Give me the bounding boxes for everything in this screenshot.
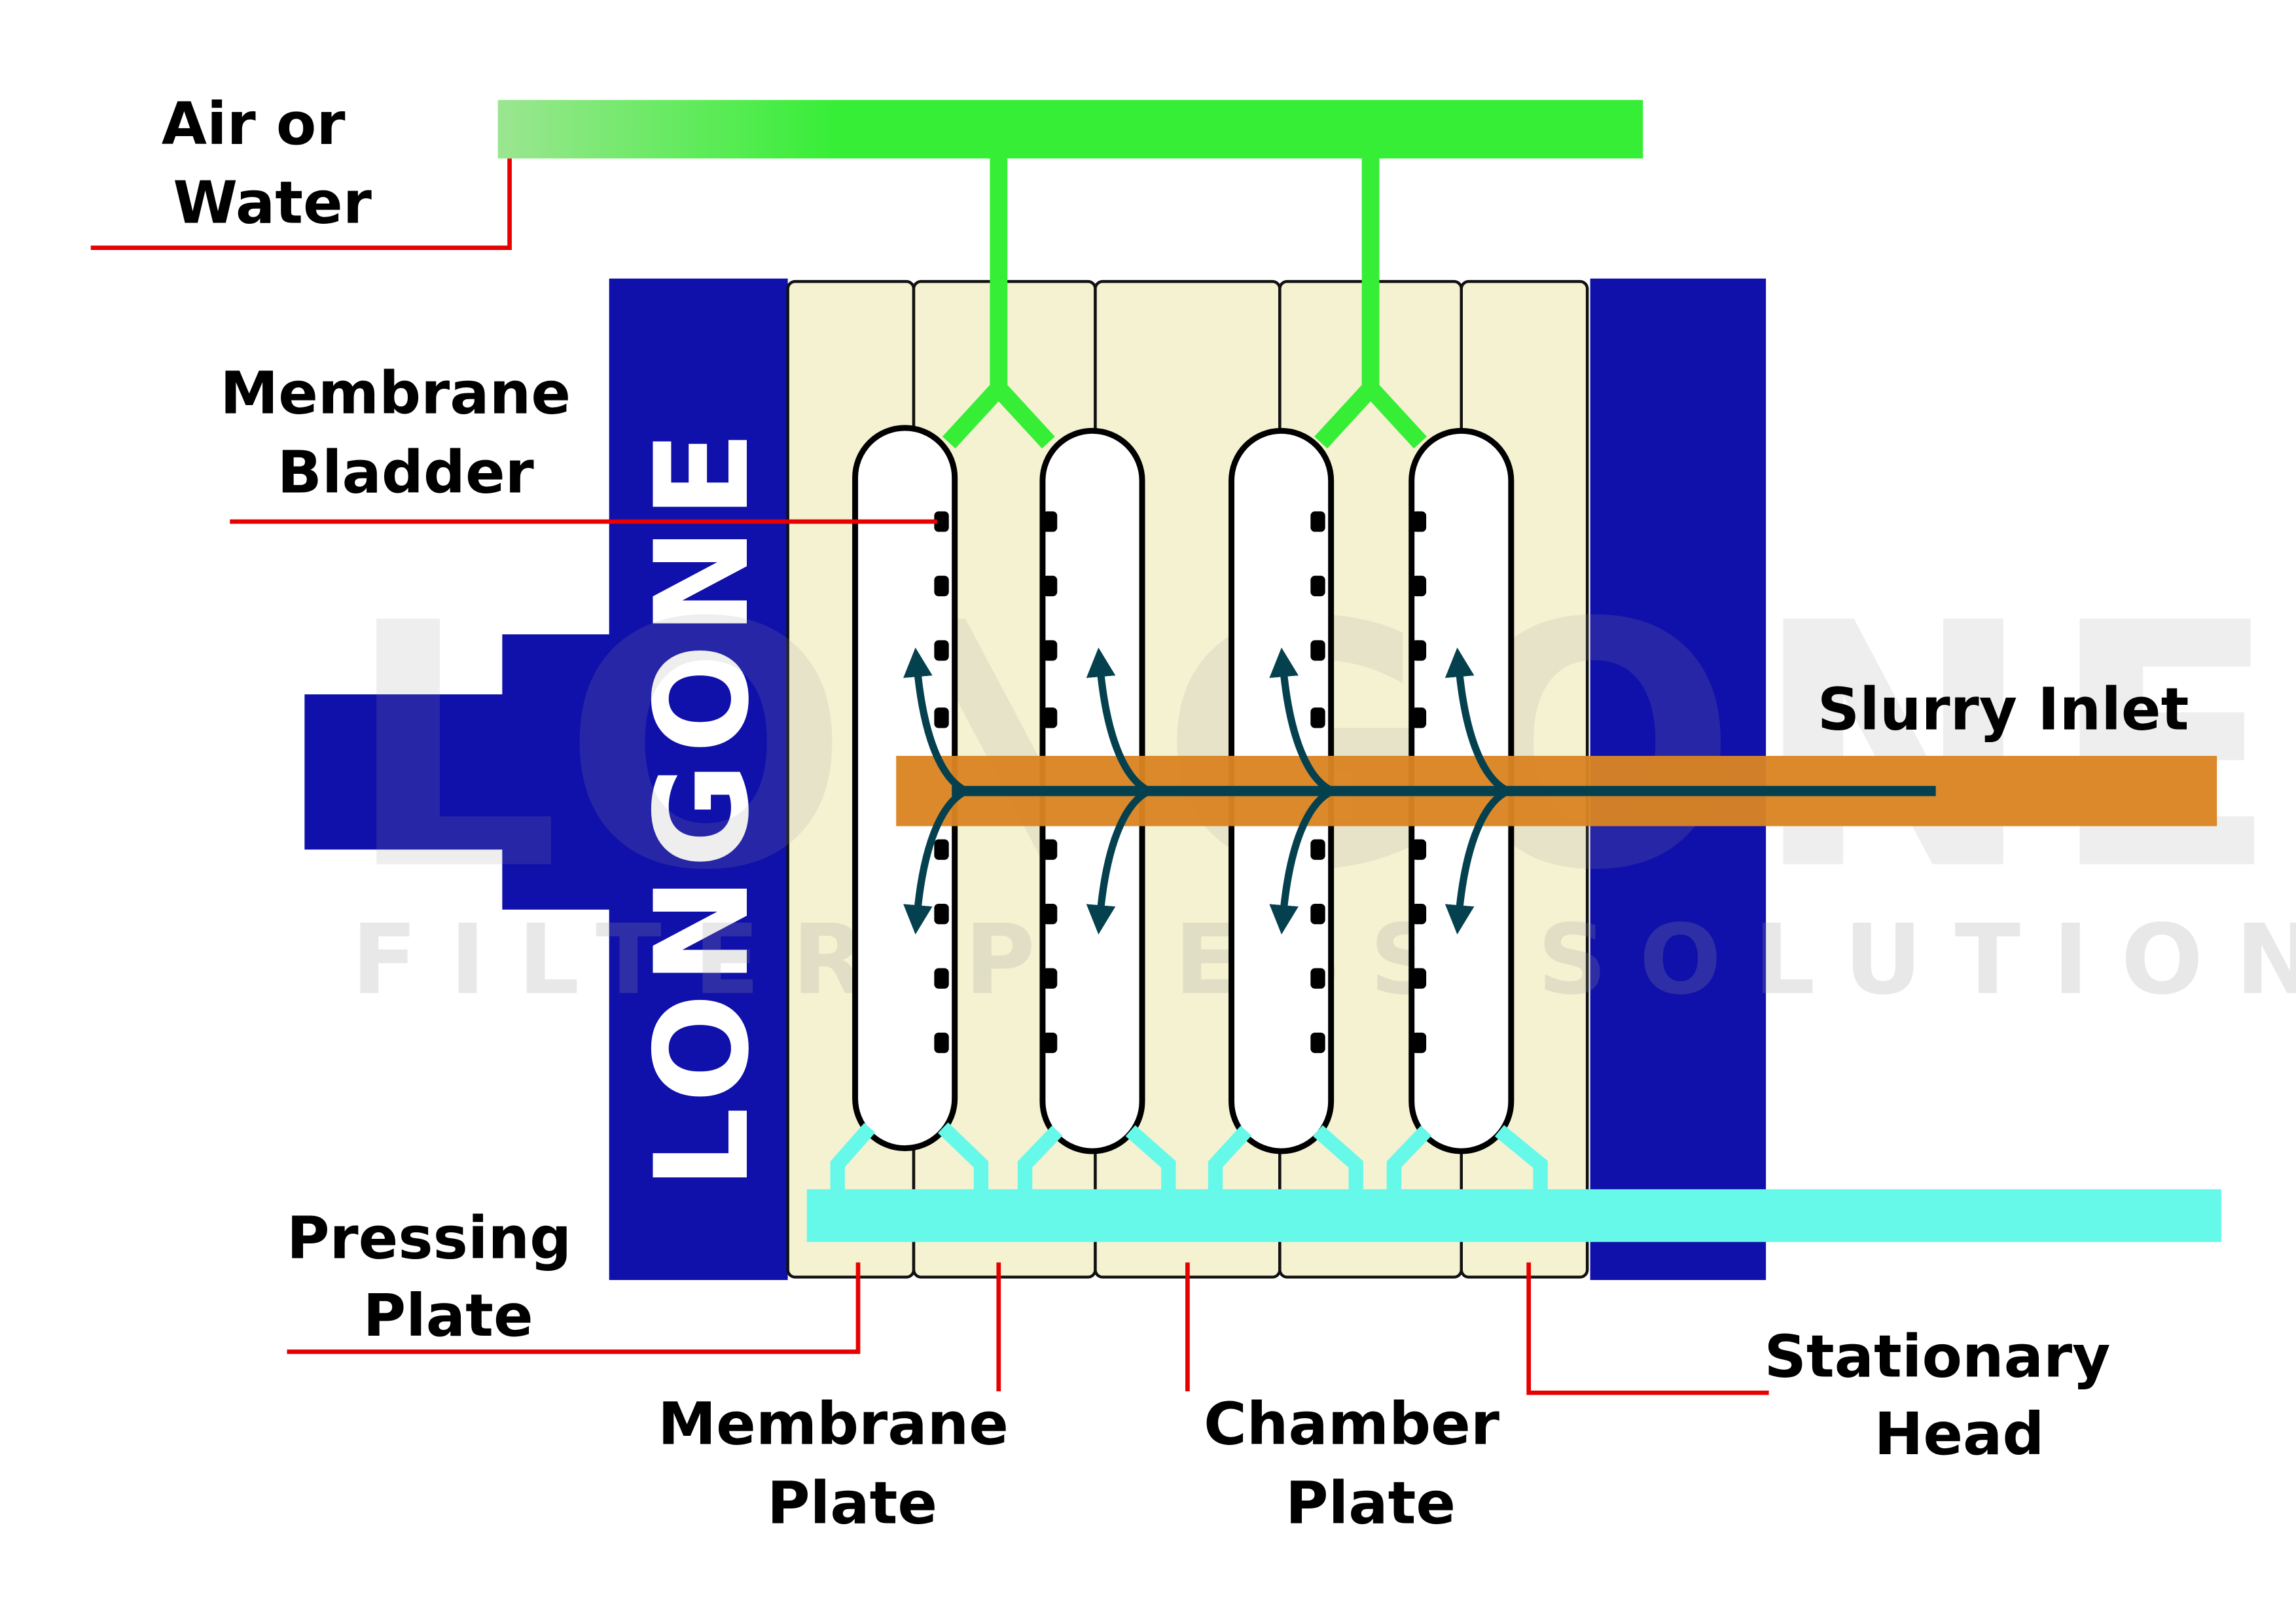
drainage-nub (1042, 640, 1058, 661)
flow-arrow (903, 647, 969, 794)
drainage-nub (934, 968, 949, 989)
flow-arrow (1444, 647, 1510, 794)
drainage-nub (1042, 968, 1058, 989)
flow-arrow (1086, 787, 1151, 935)
label-membrane-plate: Membrane Plate (658, 1390, 1029, 1537)
label-chamber-plate: Chamber Plate (1204, 1390, 1520, 1537)
drainage-nub (1042, 903, 1058, 925)
drainage-nub (1042, 1032, 1058, 1054)
air-water-pipe (497, 99, 1643, 159)
air-branches (942, 147, 1427, 449)
drainage-nub (1310, 575, 1325, 597)
drainage-nub (1310, 1032, 1325, 1054)
pressing-plate (609, 278, 788, 1280)
drainage-nub (1411, 1032, 1427, 1054)
drainage-nub (1042, 839, 1058, 860)
label-slurry-inlet: Slurry Inlet (1818, 676, 2189, 744)
drainage-nub (934, 903, 949, 925)
drainage-nub (1411, 575, 1427, 597)
drainage-nub (1310, 511, 1325, 532)
flow-arrow (1086, 647, 1151, 794)
drainage-nub (934, 1032, 949, 1054)
filtrate-pipe (806, 1189, 2221, 1242)
drainage-nub (1411, 968, 1427, 989)
drainage-nub (1411, 511, 1427, 532)
leader-pressing-plate (287, 1262, 861, 1354)
drainage-nub (934, 640, 949, 661)
drainage-nub (1411, 707, 1427, 728)
flow-arrow (1444, 787, 1510, 935)
label-stationary-head: Stationary Head (1764, 1323, 2130, 1469)
drainage-nub (934, 707, 949, 728)
filtrate-branches (830, 1122, 1548, 1194)
flow-arrow (903, 787, 969, 935)
leader-air-water (90, 158, 512, 251)
drainage-nub (1310, 968, 1325, 989)
label-pressing-plate: Pressing Plate (287, 1204, 592, 1350)
label-air-or-water: Air or Water (162, 90, 372, 238)
leader-lines (90, 158, 1769, 1395)
drainage-nub (1411, 903, 1427, 925)
drainage-nub (934, 511, 949, 532)
drainage-nub (1310, 640, 1325, 661)
drainage-nub (1411, 839, 1427, 860)
drainage-nub (1411, 640, 1427, 661)
flow-arrow (1269, 787, 1335, 935)
drainage-nub (1042, 511, 1058, 532)
label-membrane-bladder: Membrane Bladder (220, 359, 591, 507)
hydraulic-ram (304, 634, 620, 910)
drainage-nub (1310, 903, 1325, 925)
drainage-nub (934, 575, 949, 597)
slurry-flow-arrows (903, 647, 1936, 935)
drainage-nubs (934, 511, 1427, 1054)
drainage-nub (1310, 839, 1325, 860)
flow-arrow (1269, 647, 1335, 794)
drainage-nub (1042, 707, 1058, 728)
drainage-nub (934, 839, 949, 860)
drainage-nub (1042, 575, 1058, 597)
drainage-nub (1310, 707, 1325, 728)
logo-text: LONGONE (628, 422, 778, 1190)
leader-stationary-head (1526, 1262, 1769, 1395)
